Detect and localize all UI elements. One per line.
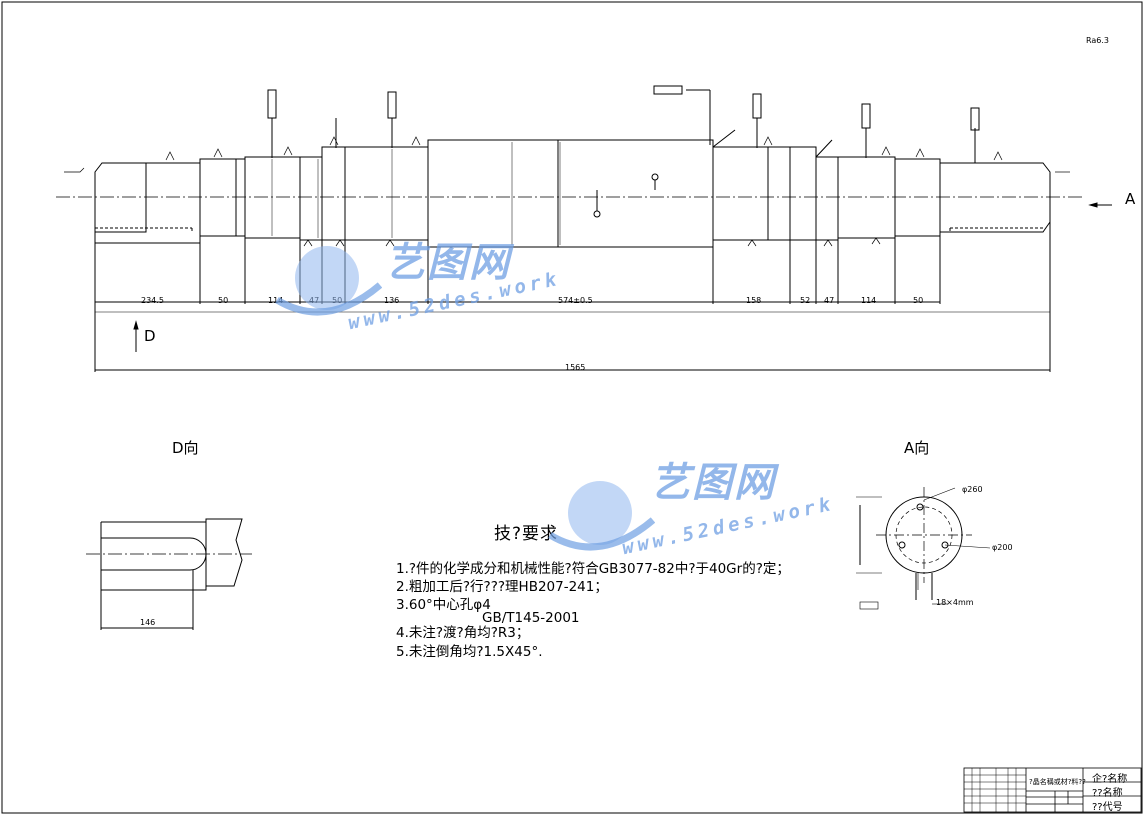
d-view — [86, 518, 252, 630]
roughness-corner-note: Ra6.3 — [1086, 36, 1110, 45]
shaft-left-end — [94, 162, 147, 233]
dim-seg-8: 158 — [746, 296, 762, 305]
dim-seg-4: 47 — [309, 296, 320, 305]
dim-seg-11: 114 — [861, 296, 877, 305]
a-view-title: A向 — [904, 439, 930, 457]
tech-req-item-4: 4.未注?渡?角均?R3； — [396, 625, 530, 641]
tech-req-item-2: 2.粗加工后?行???理HB207-241； — [396, 579, 608, 595]
dim-seg-1: 234.5 — [141, 296, 164, 305]
title-block-drawing-number: ??代号 — [1092, 802, 1123, 813]
dim-seg-6: 136 — [384, 296, 400, 305]
dim-seg-12: 50 — [913, 296, 924, 305]
tech-req-title: 技?要求 — [494, 524, 559, 544]
a-view-dim-1: φ260 — [962, 485, 983, 494]
shaft-right-end — [939, 162, 1051, 233]
tech-req-item-5: 5.未注倒角均?1.5X45°. — [396, 644, 543, 660]
dim-seg-7: 574±0.5 — [558, 296, 593, 305]
tech-req-item-1: 1.?件的化学成分和机械性能?符合GB3077-82中?于40Gr的?定； — [396, 561, 790, 577]
dim-seg-9: 52 — [800, 296, 811, 305]
view-arrow-d-label: D — [144, 327, 156, 345]
dim-seg-3: 114 — [268, 296, 284, 305]
a-view-dim-3: 18×4mm — [936, 598, 974, 607]
dim-overall-length: 1565 — [565, 363, 586, 372]
a-view — [856, 487, 991, 610]
a-view-dim-2: φ200 — [992, 543, 1013, 552]
title-block-name-row: ?晶名稱或材?料?? — [1029, 778, 1086, 786]
tech-req-item-3: 3.60°中心孔φ4 — [396, 597, 491, 613]
dim-seg-10: 47 — [824, 296, 835, 305]
tech-req-item-3-standard: GB/T145-2001 — [482, 610, 580, 626]
title-block — [963, 767, 1142, 813]
shaft-main-view — [56, 85, 1112, 372]
dim-seg-2: 50 — [218, 296, 229, 305]
d-view-title: D向 — [172, 439, 199, 457]
dim-seg-5: 50 — [332, 296, 343, 305]
title-block-company: 企?名称 — [1092, 774, 1128, 785]
title-block-drawing-name: ??名称 — [1092, 788, 1123, 799]
d-view-dim: 146 — [140, 618, 156, 627]
view-arrow-a-label: A — [1125, 190, 1136, 208]
